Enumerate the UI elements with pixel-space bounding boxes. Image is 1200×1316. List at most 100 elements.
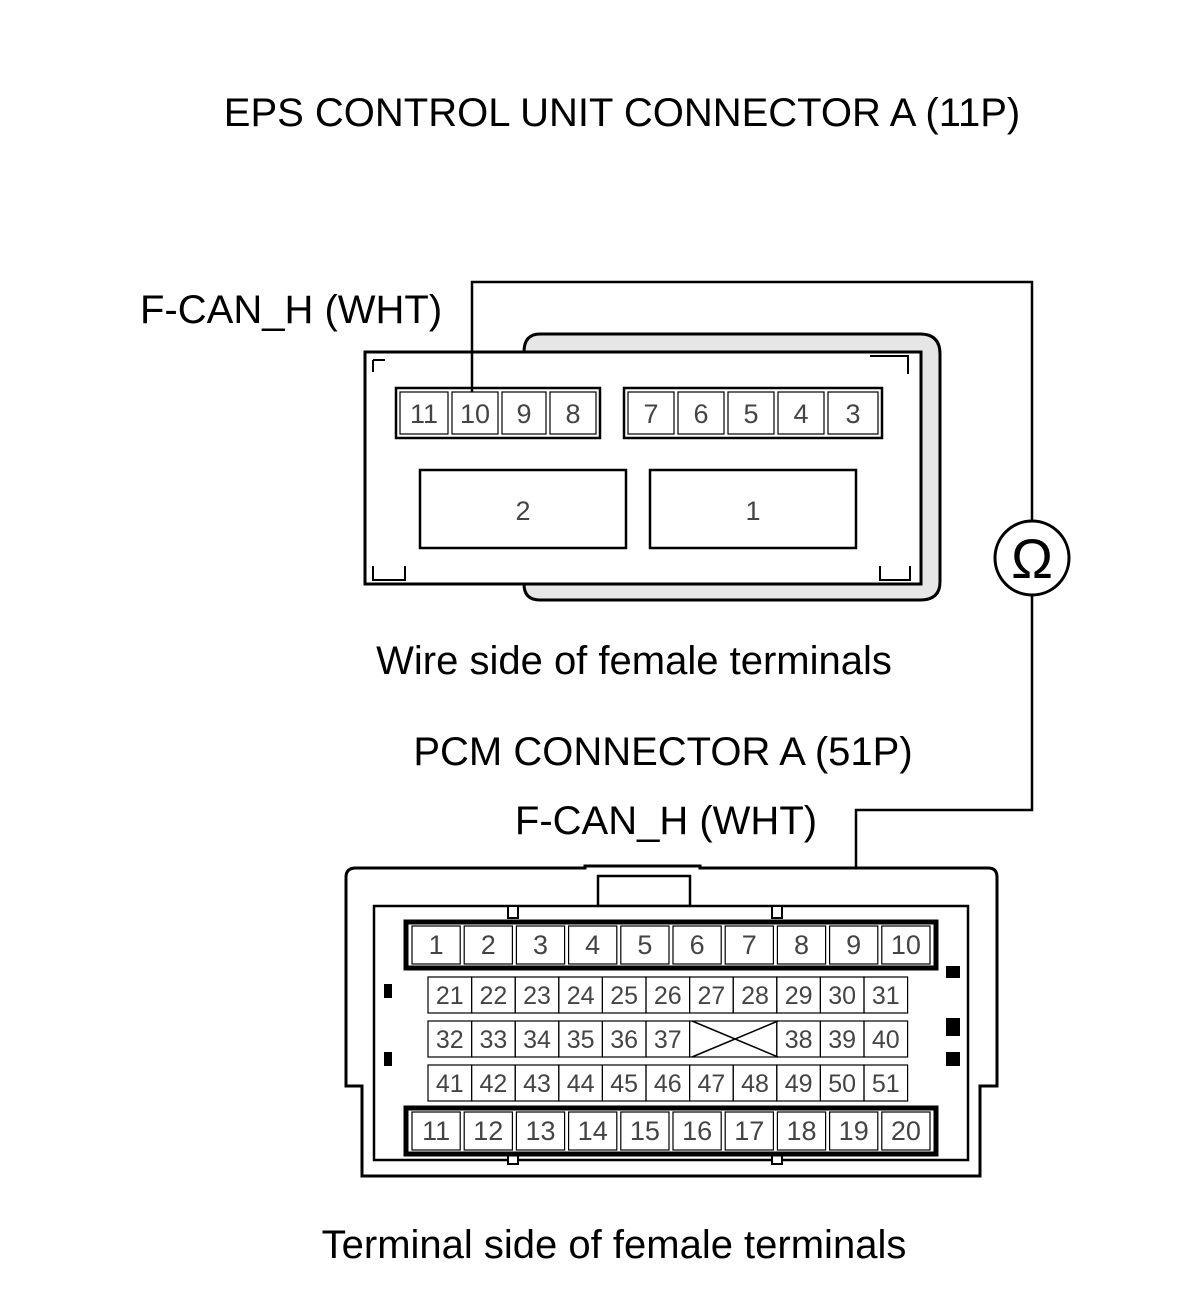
pcm-pin-cell bbox=[881, 925, 931, 965]
eps-connector: 11 10 9 8 7 6 5 4 3 2 1 bbox=[363, 332, 942, 602]
pcm-side-key bbox=[384, 984, 392, 998]
pcm-pin-cell bbox=[515, 925, 566, 965]
pcm-pin-cell bbox=[776, 925, 827, 965]
pcm-pin-label: 40 bbox=[872, 1026, 900, 1054]
pcm-pin-cell bbox=[828, 1111, 879, 1151]
pcm-stud bbox=[771, 905, 783, 919]
eps-pin-cell bbox=[501, 391, 547, 435]
eps-pin-label: 4 bbox=[793, 399, 808, 429]
pcm-pin-label: 33 bbox=[479, 1026, 507, 1054]
eps-corner-mark bbox=[372, 359, 385, 372]
eps-pin-cell bbox=[827, 391, 879, 435]
pcm-pin-label: 22 bbox=[479, 982, 507, 1010]
pcm-pin-cell bbox=[776, 1111, 827, 1151]
pcm-pin-label: 28 bbox=[741, 982, 769, 1010]
pcm-side-key bbox=[946, 966, 960, 978]
eps-wire-label: F-CAN_H (WHT) bbox=[140, 288, 442, 332]
pcm-pin-label: 6 bbox=[690, 930, 705, 960]
pcm-pin-label: 37 bbox=[654, 1026, 682, 1054]
eps-large-pin-2 bbox=[418, 468, 628, 550]
pcm-pin-label: 2 bbox=[481, 930, 496, 960]
pcm-pin-label: 41 bbox=[436, 1070, 464, 1098]
pcm-pin-cell bbox=[828, 925, 879, 965]
pcm-pin-label: 10 bbox=[891, 930, 921, 960]
pcm-pin-label: 16 bbox=[682, 1116, 712, 1146]
pcm-pin-label: 17 bbox=[734, 1116, 764, 1146]
eps-shell-front bbox=[363, 350, 923, 586]
pcm-pin-cell bbox=[411, 925, 461, 965]
pcm-pin-label: 46 bbox=[654, 1070, 682, 1098]
eps-corner-mark bbox=[372, 566, 406, 581]
eps-pin-label: 3 bbox=[845, 399, 860, 429]
pcm-pin-label: 34 bbox=[523, 1026, 551, 1054]
eps-pin-cell bbox=[777, 391, 825, 435]
pcm-pin-cell bbox=[567, 925, 618, 965]
pcm-pin-cell bbox=[463, 925, 514, 965]
eps-pin-cell bbox=[549, 391, 597, 435]
eps-pin-label: 7 bbox=[643, 399, 658, 429]
eps-pin-label: 1 bbox=[745, 496, 760, 526]
eps-pin-cell bbox=[451, 391, 499, 435]
pcm-pin-label: 44 bbox=[567, 1070, 595, 1098]
eps-pin-label: 10 bbox=[460, 399, 490, 429]
pcm-stud bbox=[507, 905, 519, 919]
pcm-pin-label: 50 bbox=[828, 1070, 856, 1098]
pcm-side-key bbox=[384, 1052, 392, 1066]
pcm-pin-cell bbox=[620, 925, 670, 965]
pcm-pin-cell bbox=[567, 1111, 618, 1151]
pcm-side-key bbox=[946, 1018, 960, 1036]
pcm-pin-label: 3 bbox=[533, 930, 548, 960]
pcm-pin-label: 12 bbox=[473, 1116, 503, 1146]
pcm-pin-label: 15 bbox=[630, 1116, 660, 1146]
pcm-pin-cell bbox=[620, 1111, 670, 1151]
eps-pins-left: 11 10 9 8 bbox=[399, 391, 597, 435]
eps-pin-cell bbox=[627, 391, 675, 435]
pcm-caption: Terminal side of female terminals bbox=[322, 1223, 907, 1267]
pcm-pin-label: 49 bbox=[785, 1070, 813, 1098]
pcm-pin-label: 43 bbox=[523, 1070, 551, 1098]
pcm-pin-label: 5 bbox=[637, 930, 652, 960]
pcm-pin-label: 31 bbox=[872, 982, 900, 1010]
eps-pin-label: 6 bbox=[693, 399, 708, 429]
eps-pin-label: 9 bbox=[516, 399, 531, 429]
pcm-pin-label: 38 bbox=[785, 1026, 813, 1054]
pcm-pin-cell bbox=[863, 976, 909, 1014]
pcm-pin-cell bbox=[672, 925, 722, 965]
pcm-pin-cell bbox=[863, 1020, 909, 1058]
pcm-pin-label: 30 bbox=[828, 982, 856, 1010]
eps-pin-cell bbox=[727, 391, 775, 435]
pcm-pin-label: 21 bbox=[436, 982, 464, 1010]
eps-pin-label: 8 bbox=[565, 399, 580, 429]
pcm-bottom-row-block bbox=[403, 1105, 939, 1157]
pcm-pin-label: 24 bbox=[567, 982, 595, 1010]
eps-corner-mark bbox=[879, 566, 911, 581]
pcm-pin-label: 45 bbox=[610, 1070, 638, 1098]
pcm-pin-label: 51 bbox=[872, 1070, 900, 1098]
pcm-pin-label: 1 bbox=[429, 930, 444, 960]
eps-pin-cell bbox=[677, 391, 725, 435]
pcm-pin-label: 29 bbox=[785, 982, 813, 1010]
eps-pin-block-right bbox=[622, 386, 884, 440]
pcm-blocked-cavity-frame bbox=[688, 1020, 778, 1058]
pcm-top-row-block bbox=[403, 919, 939, 971]
eps-pin-label: 5 bbox=[743, 399, 758, 429]
pcm-blocked-cavity bbox=[691, 1020, 779, 1058]
ohmmeter-circle bbox=[993, 519, 1071, 597]
pcm-pin-label: 9 bbox=[846, 930, 861, 960]
ohmmeter-icon: Ω bbox=[993, 519, 1071, 597]
pcm-pin-label: 39 bbox=[828, 1026, 856, 1054]
ohm-symbol: Ω bbox=[1011, 527, 1053, 590]
eps-pin-label: 11 bbox=[410, 399, 438, 429]
pcm-pin-label: 7 bbox=[742, 930, 757, 960]
pcm-pin-cell bbox=[724, 1111, 775, 1151]
pcm-pin-label: 13 bbox=[525, 1116, 555, 1146]
pcm-pin-label: 25 bbox=[610, 982, 638, 1010]
eps-large-pin-1 bbox=[648, 468, 858, 550]
pcm-pin-cell bbox=[672, 1111, 722, 1151]
pcm-pin-cell bbox=[411, 1111, 461, 1151]
pcm-side-key bbox=[946, 1052, 960, 1066]
pcm-wire-label: F-CAN_H (WHT) bbox=[515, 799, 817, 843]
